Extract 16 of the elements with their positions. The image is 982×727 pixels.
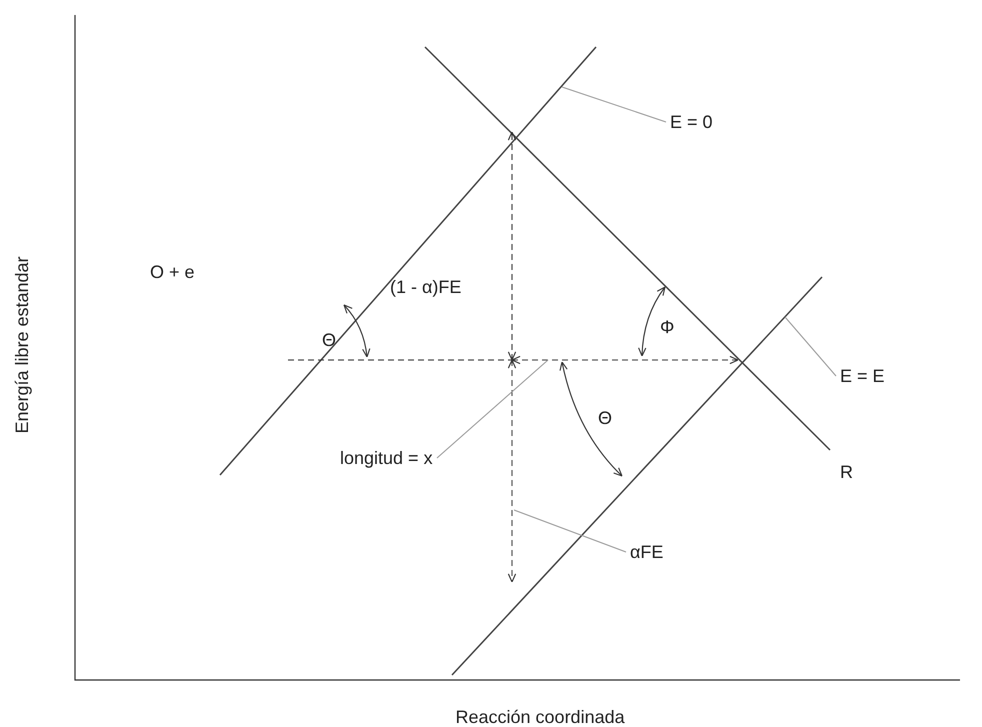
leader-line bbox=[514, 510, 626, 552]
angle-label: Φ bbox=[660, 317, 674, 337]
line-label: E = 0 bbox=[670, 112, 713, 132]
line-label: E = E bbox=[840, 366, 885, 386]
axis-title: Reacción coordinada bbox=[456, 707, 625, 727]
leader-line bbox=[436, 360, 548, 458]
leader-line bbox=[562, 86, 666, 122]
angle-label: Θ bbox=[322, 330, 336, 350]
line-label: longitud = x bbox=[340, 448, 433, 468]
leader-line bbox=[784, 316, 836, 376]
dimension-label: (1 - α)FE bbox=[390, 277, 462, 297]
line-label: αFE bbox=[630, 542, 664, 562]
angle-label: Θ bbox=[598, 408, 612, 428]
axis-title: Energía libre estandar bbox=[12, 256, 32, 434]
curve-label: R bbox=[840, 462, 853, 482]
region-label: O + e bbox=[150, 262, 195, 282]
